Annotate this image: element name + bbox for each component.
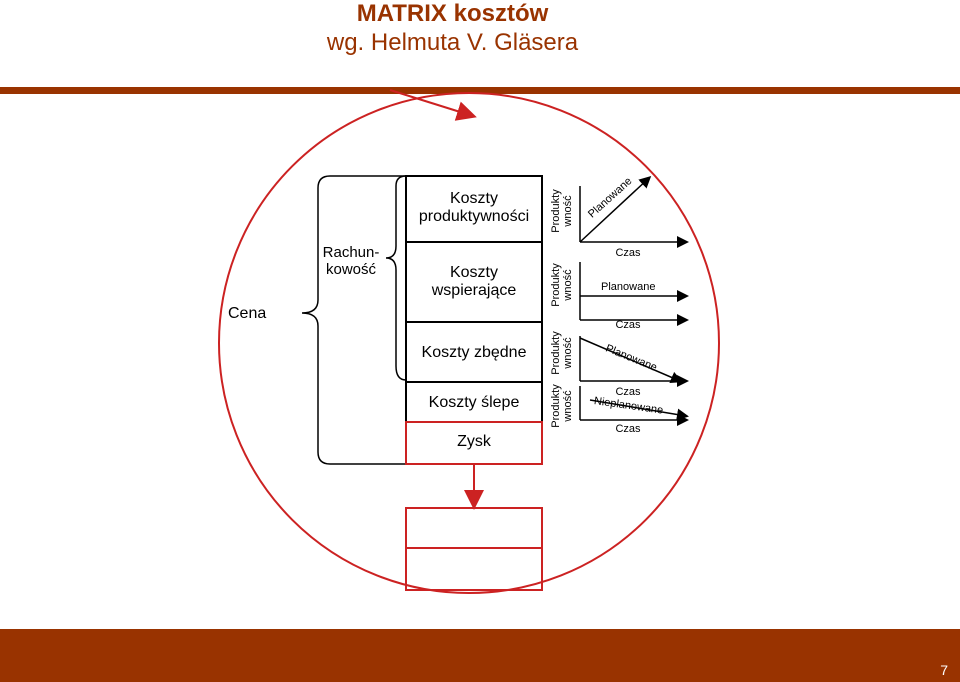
cena-label: Cena [228, 305, 267, 322]
empty-box-bottom [405, 547, 543, 591]
title-line-2: wg. Helmuta V. Gläsera [326, 29, 579, 56]
chart2-y-axis-label: Produkty wność [550, 263, 574, 307]
chart3-x-axis-label: Czas [615, 386, 641, 398]
page-number: 7 [940, 662, 948, 678]
chart4-y-axis-label: Produkty wność [550, 384, 574, 428]
mini-chart-4 [579, 386, 689, 426]
scope-circle [218, 92, 720, 594]
mini-chart-2 [579, 262, 689, 326]
box-label-koszty-slepe: Koszty ślepe [428, 394, 520, 411]
mini-chart-1 [579, 175, 689, 248]
chart1-x-axis-label: Czas [615, 247, 641, 259]
chart3-y-axis-label: Produkty wność [550, 331, 574, 375]
box-label-koszty-wspierajace: Koszty wspierające [431, 264, 517, 300]
footer-bar [0, 629, 960, 682]
box-label-koszty-produktywnosci: Koszty produktywności [418, 190, 530, 226]
top-divider-bar [0, 87, 960, 94]
title-line-1: MATRIX kosztów [356, 0, 549, 27]
box-label-zysk: Zysk [457, 433, 491, 450]
entry-arrow [389, 89, 477, 121]
cena-brace [301, 175, 405, 465]
box-label-koszty-zbedne: Koszty zbędne [421, 344, 527, 361]
mini-chart-3 [579, 336, 689, 387]
empty-box-top [405, 507, 543, 549]
chart4-x-axis-label: Czas [615, 423, 641, 435]
chart2-line-label: Planowane [601, 281, 656, 293]
rachunkowosc-brace [385, 175, 407, 381]
chart1-y-axis-label: Produkty wność [550, 189, 574, 233]
chart2-x-axis-label: Czas [615, 319, 641, 331]
rachunkowosc-label: Rachun- kowość [322, 244, 380, 279]
